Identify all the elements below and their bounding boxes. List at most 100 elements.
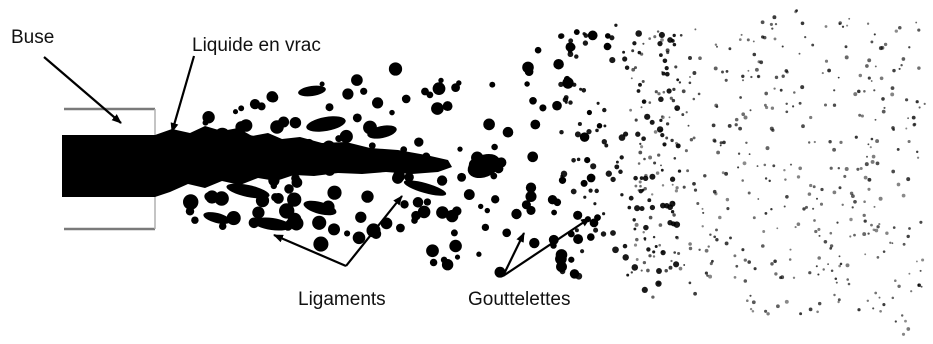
droplet (839, 186, 842, 189)
droplet (665, 137, 668, 140)
droplet (689, 282, 692, 285)
droplet (794, 10, 797, 13)
droplet (629, 109, 632, 112)
droplet (689, 81, 692, 84)
droplet (635, 238, 639, 242)
droplet (676, 236, 680, 240)
droplet (782, 45, 784, 47)
droplet (870, 146, 872, 148)
droplet (917, 66, 920, 69)
bulk-liquid-label: Liquide en vrac (192, 36, 321, 55)
droplet (573, 211, 582, 220)
droplet (764, 164, 767, 167)
droplet (739, 38, 742, 41)
droplet (838, 167, 840, 169)
droplet (641, 136, 646, 141)
droplet (632, 264, 639, 271)
droplet (649, 174, 655, 180)
droplet (865, 64, 869, 68)
droplet (828, 140, 831, 143)
droplet (619, 134, 626, 141)
droplet (614, 164, 619, 169)
droplet (389, 62, 402, 75)
droplet (604, 144, 608, 148)
droplet (622, 254, 628, 260)
droplet (720, 141, 723, 144)
droplet (870, 224, 873, 227)
droplet (917, 29, 920, 32)
droplet (595, 129, 599, 133)
droplet (881, 97, 885, 101)
droplet (891, 86, 895, 90)
droplet (702, 208, 704, 210)
droplet (326, 103, 334, 111)
droplet (568, 49, 573, 54)
nozzle-arrow (44, 57, 121, 123)
droplet (793, 277, 795, 279)
droplet (766, 312, 769, 315)
droplet (743, 161, 747, 165)
droplet (658, 244, 661, 247)
droplet (836, 282, 838, 284)
droplet (402, 95, 411, 104)
droplet (895, 29, 898, 32)
droplet (660, 38, 664, 42)
droplet (491, 195, 499, 203)
droplet (455, 255, 460, 260)
droplet (813, 185, 816, 188)
droplet (656, 268, 662, 274)
droplet (328, 223, 340, 235)
ligament (305, 114, 347, 135)
droplet (587, 233, 595, 241)
droplet (744, 279, 748, 283)
droplet (666, 51, 669, 54)
droplet (187, 174, 195, 182)
droplet (842, 26, 844, 28)
droplet (757, 165, 759, 167)
droplet (734, 276, 737, 279)
droplet (857, 308, 860, 311)
droplet (840, 263, 843, 266)
droplet (675, 142, 678, 145)
droplet (672, 99, 675, 102)
droplet (361, 190, 373, 202)
droplet (921, 286, 923, 288)
droplet (342, 88, 353, 99)
droplet (908, 46, 910, 48)
droplet (643, 225, 649, 231)
droplet (233, 109, 238, 114)
droplet (750, 308, 752, 310)
droplet (535, 47, 542, 54)
droplet (271, 193, 279, 201)
droplet (786, 71, 789, 74)
droplet (744, 116, 748, 120)
droplet (906, 327, 910, 331)
droplet (832, 148, 836, 152)
droplet (612, 246, 619, 253)
droplet (747, 260, 751, 264)
droplet (907, 117, 909, 119)
droplet (735, 123, 738, 126)
droplet (661, 71, 663, 73)
droplet (764, 310, 767, 313)
droplet (584, 33, 589, 38)
droplet (790, 164, 792, 166)
droplet (693, 292, 697, 296)
droplet (270, 120, 284, 134)
droplet (561, 264, 566, 269)
droplet (195, 136, 206, 147)
droplet (313, 237, 328, 252)
droplet (715, 228, 718, 231)
droplet (785, 110, 788, 113)
droplet (735, 265, 738, 268)
droplet (820, 188, 823, 191)
droplet (582, 88, 587, 93)
droplet (776, 304, 780, 308)
droplet (631, 271, 633, 273)
droplet (396, 224, 405, 233)
droplet (502, 228, 511, 237)
droplet (646, 247, 650, 251)
droplet (642, 100, 645, 103)
droplet (917, 157, 919, 159)
droplet (234, 137, 246, 149)
